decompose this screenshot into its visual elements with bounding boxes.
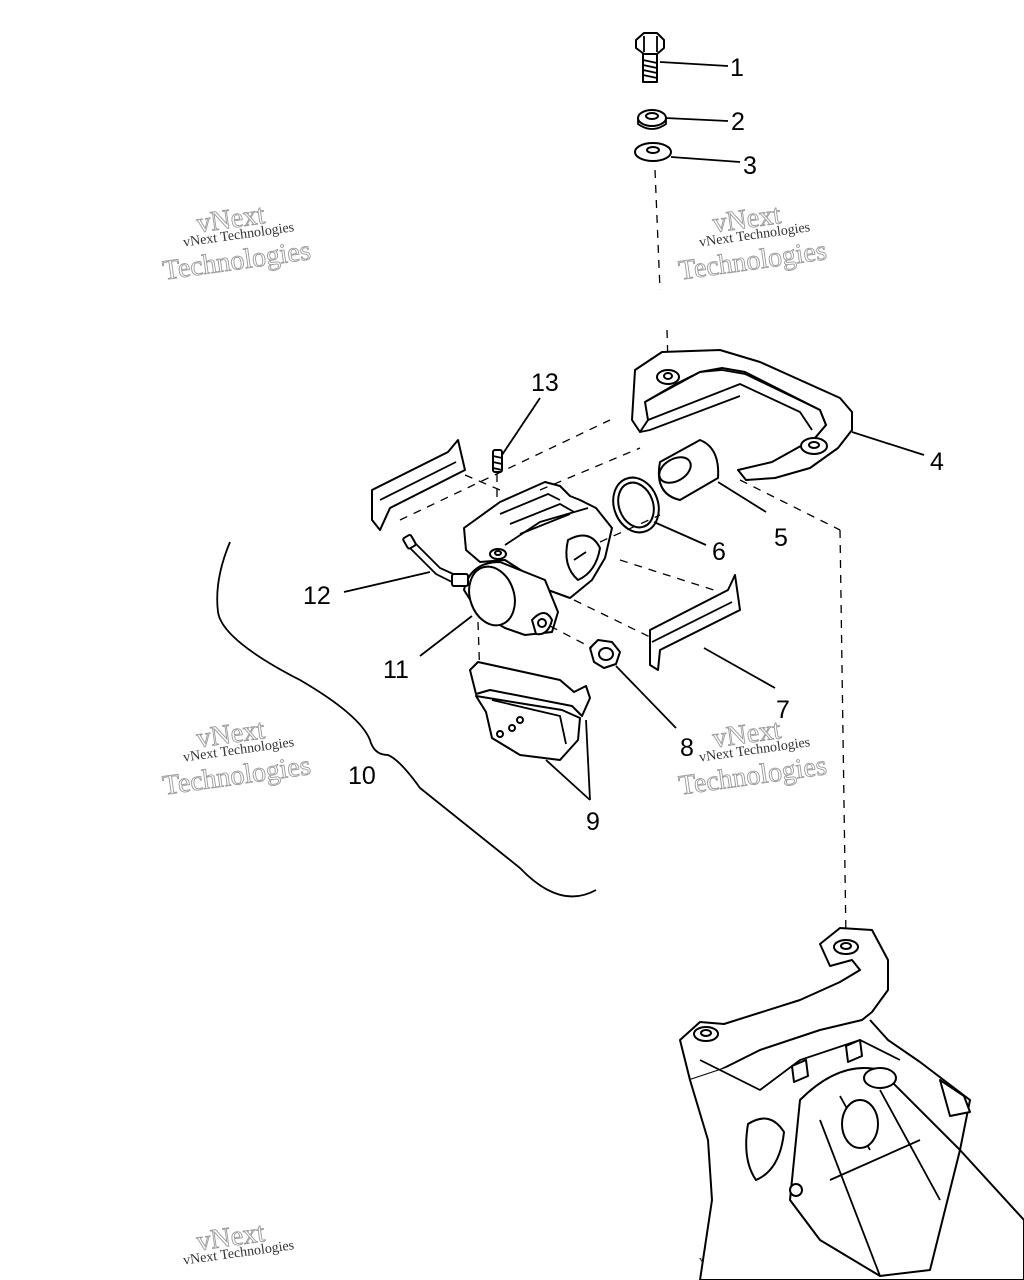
watermark-1: vNext vNext Technologies Technologies	[160, 199, 313, 287]
callout-11: 11	[383, 656, 409, 684]
callout-8: 8	[680, 734, 694, 762]
callout-13: 13	[531, 369, 559, 397]
part-pad-spring-lower	[649, 574, 741, 671]
watermark-4: vNext vNext Technologies Technologies	[676, 714, 829, 802]
watermark-3: vNext vNext Technologies Technologies	[160, 714, 313, 802]
part-pad-spring-upper	[371, 439, 466, 531]
part-caliper-housing	[463, 561, 559, 636]
watermark-2: vNext vNext Technologies Technologies	[676, 199, 829, 287]
part-caliper-bracket	[631, 349, 853, 481]
part-brake-pads	[469, 661, 591, 761]
watermark-5: vNext vNext Technologies	[182, 1217, 295, 1269]
callout-10: 10	[348, 762, 376, 790]
callout-2: 2	[731, 108, 745, 136]
part-nut	[589, 639, 621, 669]
callout-12: 12	[303, 582, 331, 610]
part-bleeder-screw	[492, 449, 503, 473]
part-caliper-body	[463, 481, 613, 599]
callout-3: 3	[743, 152, 757, 180]
callout-9: 9	[586, 808, 600, 836]
part-seal-ring	[612, 476, 660, 534]
part-brake-line	[402, 534, 469, 587]
part-bolt	[635, 32, 665, 83]
callout-7: 7	[776, 696, 790, 724]
callout-1: 1	[730, 54, 744, 82]
callout-4: 4	[930, 448, 944, 476]
callout-6: 6	[712, 538, 726, 566]
assembly-brace	[216, 541, 597, 898]
part-flat-washer	[634, 142, 672, 162]
part-frame-mount	[679, 927, 1024, 1280]
callout-5: 5	[774, 524, 788, 552]
part-piston	[658, 439, 720, 501]
part-lock-washer	[637, 109, 667, 130]
